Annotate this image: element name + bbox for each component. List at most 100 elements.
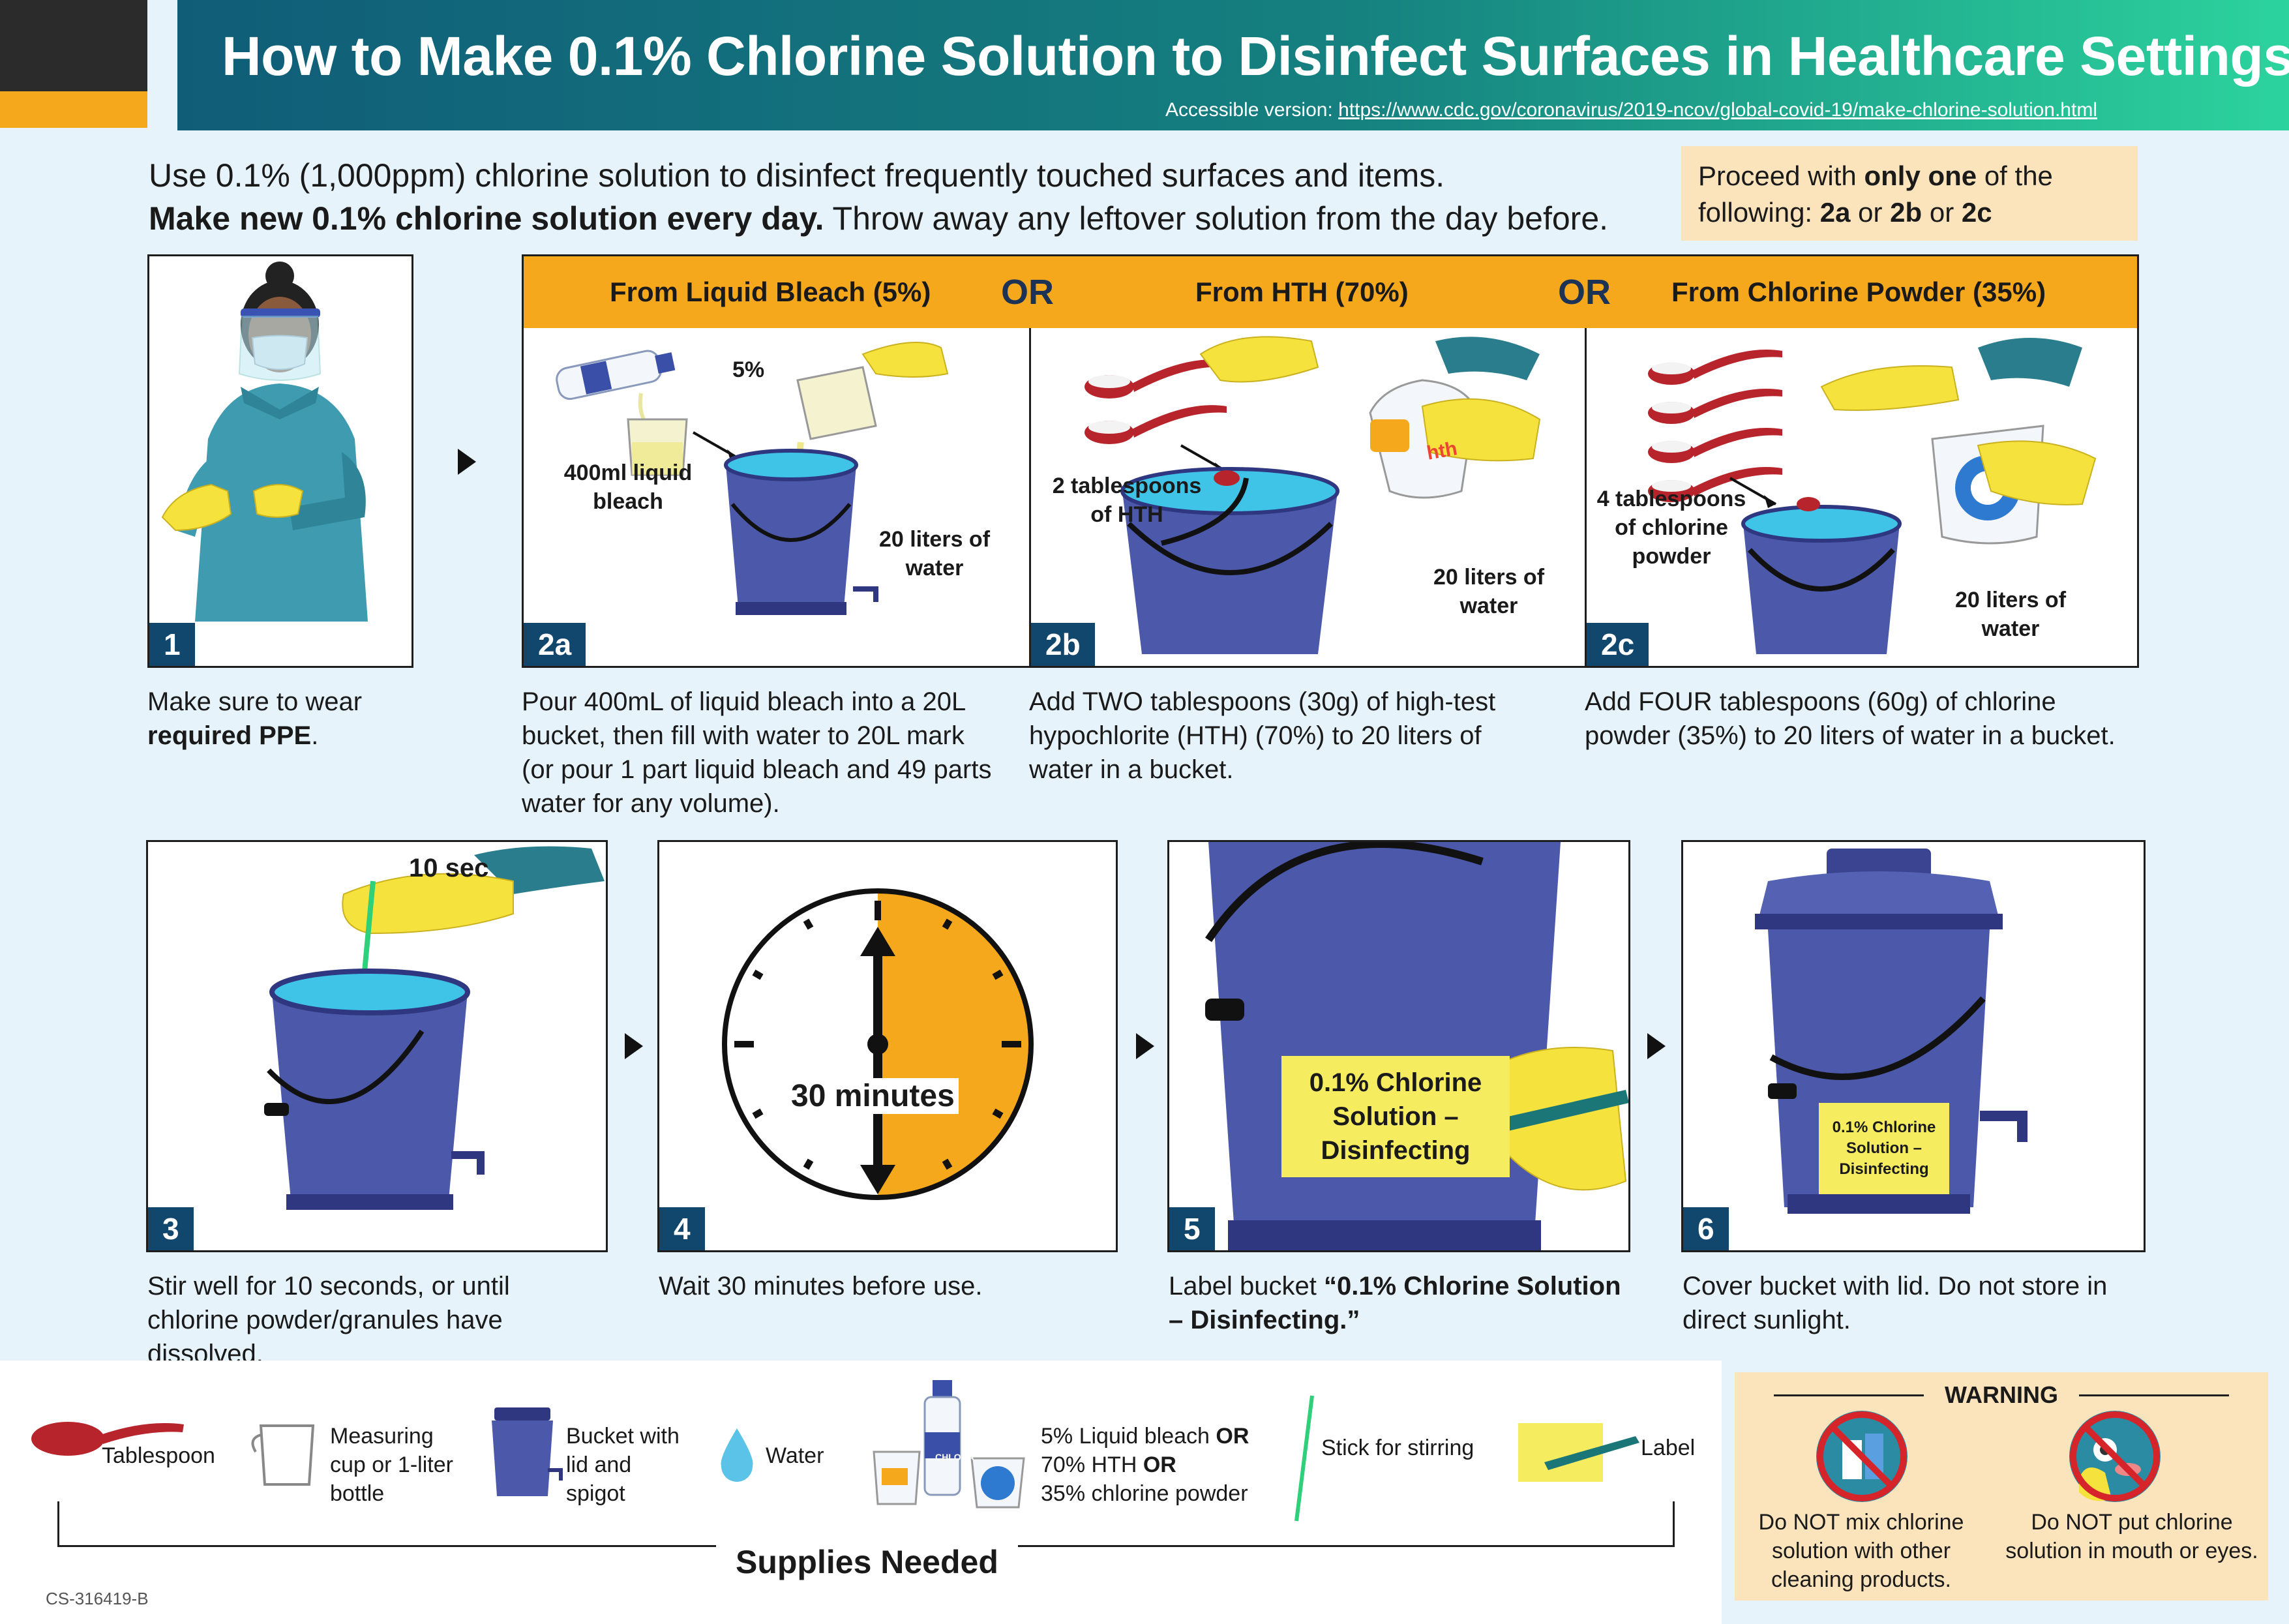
step-2c-caption: Add FOUR tablespoons (60g) of chlorine p… xyxy=(1585,687,2116,750)
chem-line-1-or: OR xyxy=(1216,1424,1249,1449)
accessible-link[interactable]: https://www.cdc.gov/coronavirus/2019-nco… xyxy=(1338,99,2097,121)
step-2-panel: From Liquid Bleach (5%) OR From HTH (70%… xyxy=(522,254,2139,668)
step-1-number: 1 xyxy=(149,623,195,666)
intro-line-2-bold: Make new 0.1% chlorine solution every da… xyxy=(149,200,824,237)
intro-text: Use 0.1% (1,000ppm) chlorine solution to… xyxy=(149,154,1714,240)
proceed-text-b: only one xyxy=(1864,160,1977,191)
proceed-or-2: or xyxy=(1922,197,1962,228)
step-1-caption: Make sure to wear required PPE. xyxy=(147,685,473,753)
chem-line-1-text: 5% Liquid bleach xyxy=(1041,1424,1216,1449)
labeling-illustration xyxy=(1205,842,1628,1250)
step-3-number: 3 xyxy=(148,1207,194,1250)
step-5-caption: Label bucket “0.1% Chlorine Solution – D… xyxy=(1169,1269,1625,1337)
step-6-caption: Cover bucket with lid. Do not store in d… xyxy=(1683,1272,2108,1334)
supply-label: Label xyxy=(1641,1436,1696,1460)
no-mixing-icon xyxy=(1816,1411,1908,1502)
bucket-label: 0.1% Chlorine Solution – Disinfecting xyxy=(1281,1056,1510,1177)
step-3-caption: Stir well for 10 seconds, or until chlor… xyxy=(147,1272,510,1368)
label-20l-water-a: 20 liters of water xyxy=(878,527,991,580)
bucket-label-small: 0.1% Chlorine Solution – Disinfecting xyxy=(1819,1103,1949,1194)
step-2a-number: 2a xyxy=(524,623,586,666)
tab-chlorine-powder: From Chlorine Powder (35%) xyxy=(1671,277,2046,307)
stirring-illustration xyxy=(264,846,605,1210)
step-5-caption-a: Label bucket xyxy=(1169,1272,1324,1301)
liquid-bleach-illustration xyxy=(556,342,949,615)
step-3-panel: 10 sec 3 xyxy=(146,840,608,1252)
stir-time-label: 10 sec xyxy=(409,854,489,882)
clock-illustration xyxy=(722,888,1034,1200)
tab-hth: From HTH (70%) xyxy=(1195,277,1409,307)
label-pen-icon xyxy=(1518,1423,1639,1482)
page-title: How to Make 0.1% Chlorine Solution to Di… xyxy=(222,25,2289,87)
proceed-or-1: or xyxy=(1850,197,1891,228)
options-header: From Liquid Bleach (5%) OR From HTH (70%… xyxy=(524,256,2137,328)
supplies-title: Supplies Needed xyxy=(716,1543,1018,1581)
option-divider-1 xyxy=(1029,328,1031,666)
arrow-right-icon xyxy=(1647,1033,1666,1059)
proceed-text-a: Proceed with xyxy=(1698,160,1864,191)
step-1-caption-b: required PPE xyxy=(147,721,312,750)
step-1-panel: 1 xyxy=(147,254,413,668)
supply-water: Water xyxy=(766,1443,824,1468)
supply-bucket: Bucket with lid and spigot xyxy=(566,1424,680,1506)
step-6-panel: 0.1% Chlorine Solution – Disinfecting 6 xyxy=(1681,840,2146,1252)
step-1-caption-c: . xyxy=(311,721,319,750)
step-2b-caption: Add TWO tablespoons (30g) of high-test h… xyxy=(1029,687,1496,784)
warning-rule-left xyxy=(1774,1394,1924,1396)
step-5-number: 5 xyxy=(1169,1207,1215,1250)
chem-line-2-or: OR xyxy=(1143,1452,1176,1477)
step-1-caption-a: Make sure to wear xyxy=(147,687,363,716)
label-2-tablespoons-hth: 2 tablespoons of HTH xyxy=(1052,474,1202,527)
step-6-number: 6 xyxy=(1683,1207,1729,1250)
label-4-tablespoons-powder: 4 tablespoons of chlorine powder xyxy=(1596,487,1746,569)
tablespoon-icon xyxy=(31,1422,184,1456)
corner-block-gold xyxy=(0,91,147,128)
no-mouth-eyes-icon xyxy=(2069,1411,2161,1502)
or-label-2: OR xyxy=(1558,273,1611,312)
tab-liquid-bleach: From Liquid Bleach (5%) xyxy=(610,277,931,307)
label-5-percent: 5% xyxy=(732,357,765,382)
bottle-brand-text: CHLORA xyxy=(935,1452,974,1462)
warning-rule-right xyxy=(2079,1394,2229,1396)
chlorine-products-icon xyxy=(873,1380,1025,1509)
proceed-option-2b: 2b xyxy=(1890,197,1922,228)
intro-line-2: Make new 0.1% chlorine solution every da… xyxy=(149,197,1714,240)
supply-tablespoon: Tablespoon xyxy=(102,1443,215,1468)
proceed-note: Proceed with only one of the following: … xyxy=(1681,146,2138,241)
option-divider-2 xyxy=(1585,328,1587,666)
proceed-option-2a: 2a xyxy=(1819,197,1851,228)
arrow-right-icon xyxy=(1136,1033,1154,1059)
accessible-prefix: Accessible version: xyxy=(1165,99,1339,121)
supply-stick: Stick for stirring xyxy=(1321,1436,1474,1460)
supply-chlorine-products: 5% Liquid bleach OR 70% HTH OR 35% chlor… xyxy=(1041,1422,1276,1508)
step-4-number: 4 xyxy=(659,1207,705,1250)
step-2a-caption: Pour 400mL of liquid bleach into a 20L b… xyxy=(522,687,992,818)
document-code: CS-316419-B xyxy=(46,1589,149,1608)
intro-line-1: Use 0.1% (1,000ppm) chlorine solution to… xyxy=(149,157,1445,194)
bucket-icon xyxy=(492,1407,563,1496)
stirring-stick-icon xyxy=(1294,1395,1314,1522)
chlorine-powder-illustration xyxy=(1648,338,2097,654)
chem-line-2-text: 70% HTH xyxy=(1041,1452,1143,1477)
warning-item-1: Do NOT mix chlorine solution with other … xyxy=(1758,1510,1964,1592)
warning-item-2: Do NOT put chlorine solution in mouth or… xyxy=(2005,1510,2258,1563)
step-2b-number: 2b xyxy=(1031,623,1095,666)
arrow-right-icon xyxy=(458,449,476,475)
supplies-section: Tablespoon Measuring cup or 1-liter bott… xyxy=(0,1361,1722,1624)
measuring-cup-icon xyxy=(251,1424,315,1486)
step-4-panel: 30 minutes 4 xyxy=(657,840,1118,1252)
step-2c-number: 2c xyxy=(1587,623,1649,666)
label-20l-water-b: 20 liters of water xyxy=(1433,565,1545,618)
supplies-bracket xyxy=(57,1501,1675,1547)
intro-line-2-rest: Throw away any leftover solution from th… xyxy=(824,200,1609,237)
health-worker-ppe-illustration xyxy=(161,262,368,622)
title-banner xyxy=(177,0,2289,130)
warning-title: WARNING xyxy=(1945,1381,2058,1408)
clock-label: 30 minutes xyxy=(787,1078,959,1114)
step-5-caption-b: “0.1% Chlorine Solution – Disinfecting.” xyxy=(1169,1272,1621,1334)
water-drop-icon xyxy=(721,1428,753,1482)
step-4-caption: Wait 30 minutes before use. xyxy=(659,1272,983,1301)
hth-illustration xyxy=(1085,336,1541,654)
corner-block-dark xyxy=(0,0,147,91)
arrow-right-icon xyxy=(625,1033,643,1059)
